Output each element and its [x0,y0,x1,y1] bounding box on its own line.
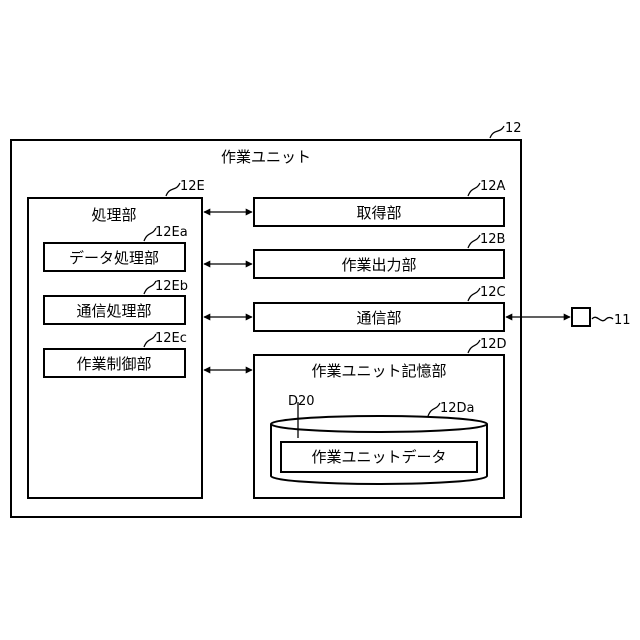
comm-processing-ref: 12Eb [155,279,188,294]
data-ref: D20 [288,394,315,409]
work-unit-leader [490,126,504,138]
work-unit-data-label: 作業ユニットデータ [311,448,446,466]
comm-processing-label: 通信処理部 [76,302,151,320]
work-unit-label: 作業ユニット [221,148,311,166]
processing-ref: 12E [180,179,205,194]
acquisition-label: 取得部 [356,204,401,222]
processing-label: 処理部 [91,206,136,224]
communication-ref: 12C [480,285,506,300]
acquisition-ref: 12A [480,179,506,194]
output-label: 作業出力部 [341,256,416,274]
storage-ref: 12D [480,337,507,352]
work-unit-ref: 12 [505,121,522,136]
communication-label: 通信部 [356,309,401,327]
data-processing-ref: 12Ea [155,225,188,240]
database-ref: 12Da [440,401,475,416]
work-control-ref: 12Ec [155,331,187,346]
storage-label: 作業ユニット記憶部 [311,362,446,380]
database-top [271,416,487,432]
data-processing-label: データ処理部 [69,249,159,267]
external-ref: 11 [614,313,631,328]
work-control-label: 作業制御部 [76,355,151,373]
external-device-box [572,308,590,326]
external-leader [592,317,613,320]
output-ref: 12B [480,232,505,247]
